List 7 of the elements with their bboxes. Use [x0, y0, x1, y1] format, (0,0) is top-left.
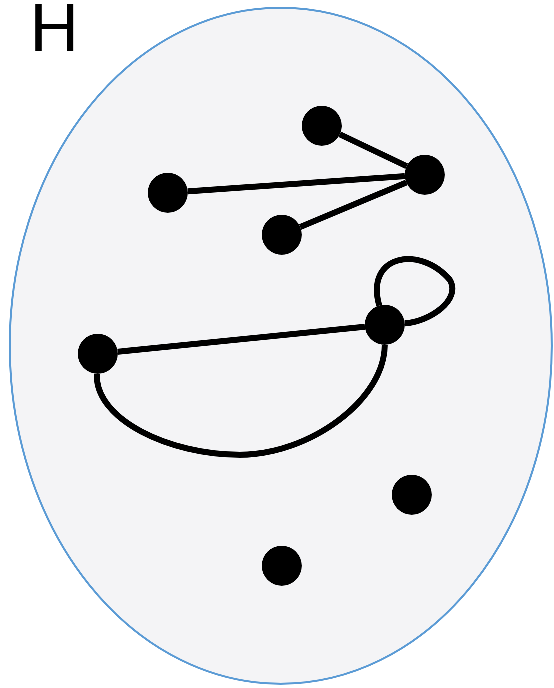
loop-edge: [374, 256, 456, 327]
edge-line: [118, 324, 366, 355]
edge-line: [338, 132, 408, 170]
edge-line: [188, 173, 406, 195]
set-label: H: [30, 0, 80, 62]
edge-line: [94, 344, 388, 458]
edge-line: [299, 180, 408, 230]
